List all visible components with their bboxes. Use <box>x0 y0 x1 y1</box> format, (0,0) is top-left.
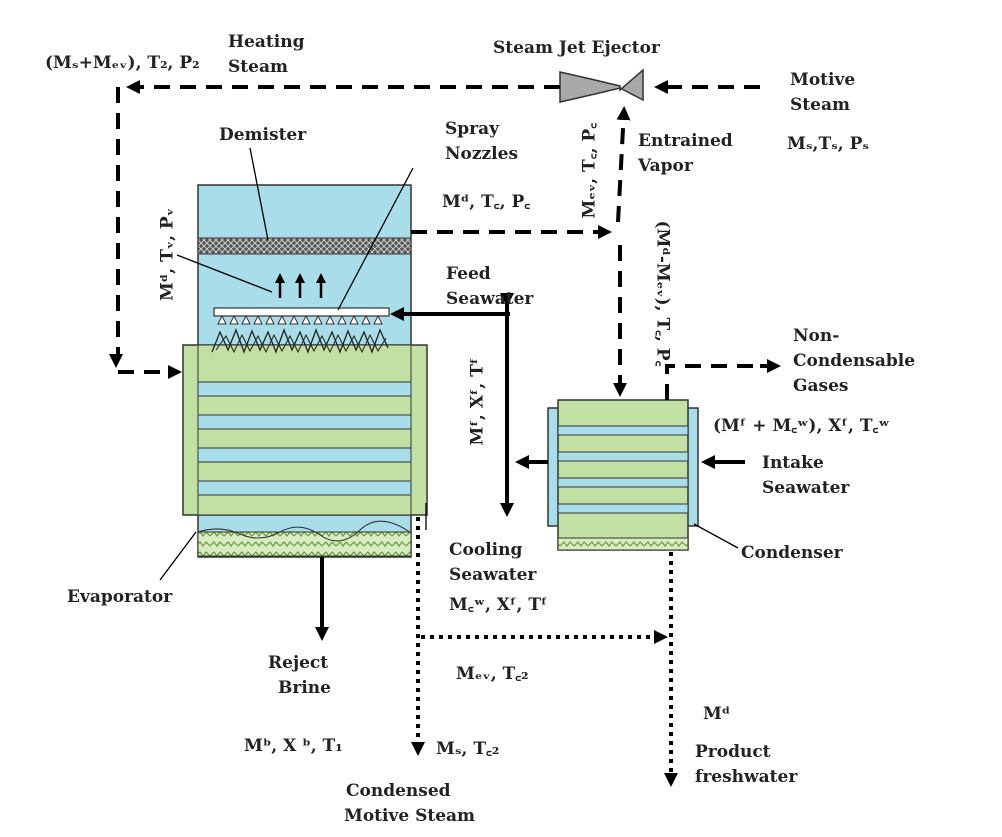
cooling-seawater-label-line2: Seawater <box>449 565 537 585</box>
feed-seawater-label-line2: Seawater <box>446 289 534 309</box>
steam-jet-ejector <box>559 68 644 103</box>
condensed-motive-steam-label-line2: Motive Steam <box>344 806 476 826</box>
heating-steam-label-line1: Heating <box>228 32 305 52</box>
distillate-props: Mᵈ, T꜀, P꜀ <box>442 192 531 212</box>
heating-steam-label-line2: Steam <box>228 57 288 77</box>
evaporator-label: Evaporator <box>67 587 173 607</box>
evaporator-vessel <box>182 184 428 558</box>
leader-lines <box>159 147 739 581</box>
ev-condensate-props: Mₑᵥ, T꜀₂ <box>456 664 529 684</box>
condenser-vessel <box>547 399 699 551</box>
dashed-steam-lines <box>116 80 781 400</box>
ejector-label: Steam Jet Ejector <box>493 38 660 58</box>
condensed-motive-steam-label-line1: Condensed <box>346 781 451 801</box>
spray-nozzles-label-line2: Nozzles <box>445 144 519 164</box>
motive-steam-label-line2: Steam <box>790 95 850 115</box>
product-freshwater-label-line2: freshwater <box>695 767 798 787</box>
intake-seawater-label-line2: Seawater <box>762 478 850 498</box>
vapor-props: Mᵈ, Tᵥ, Pᵥ <box>157 207 178 302</box>
intake-props: (Mᶠ + M꜀ʷ), Xᶠ, T꜀ʷ <box>713 416 890 436</box>
evaporator-tube-bundle <box>197 381 412 496</box>
condenser-label: Condenser <box>741 543 843 563</box>
ncg-label-line1: Non- <box>793 326 840 346</box>
heating-steam-flow-label: (Mₛ+Mₑᵥ), T₂, P₂ <box>45 53 200 73</box>
motive-condensate-props: Mₛ, T꜀₂ <box>436 739 500 759</box>
motive-steam-label-line1: Motive <box>790 70 856 90</box>
product-md-label: Mᵈ <box>703 704 731 724</box>
feed-props: Mᶠ, Xᶠ, Tᶠ <box>467 357 488 446</box>
spray-nozzle-bar <box>213 307 390 317</box>
demister-mesh <box>197 237 412 255</box>
reject-brine-label-line2: Brine <box>278 678 331 698</box>
feed-seawater-label-line1: Feed <box>446 264 491 284</box>
entrained-vapor-label-line1: Entrained <box>638 131 733 151</box>
spray-nozzles <box>217 314 383 325</box>
dotted-condensate-lines <box>411 517 678 787</box>
ncg-label-line2: Condensable <box>793 351 916 371</box>
motive-steam-props: Mₛ,Tₛ, Pₛ <box>787 134 870 154</box>
vapor-up-arrows <box>275 273 326 298</box>
reject-brine-label-line1: Reject <box>268 653 329 673</box>
entrained-vapor-label-line2: Vapor <box>638 156 693 176</box>
cooling-props: M꜀ʷ, Xᶠ, Tᶠ <box>449 595 548 615</box>
demister-label: Demister <box>219 125 307 145</box>
brine-props: Mᵇ, X ᵇ, T₁ <box>244 736 343 756</box>
product-freshwater-label-line1: Product <box>695 742 771 762</box>
cooling-seawater-label-line1: Cooling <box>449 540 523 560</box>
spray-pattern <box>211 328 389 354</box>
ncg-label-line3: Gases <box>793 376 849 396</box>
solid-seawater-lines <box>315 307 745 641</box>
remaining-vapor-props: (Mᵈ-Mₑᵥ), T꜀, P꜀ <box>652 220 673 367</box>
brine-pool <box>197 531 412 557</box>
spray-nozzles-label-line1: Spray <box>445 119 500 139</box>
intake-seawater-label-line1: Intake <box>762 453 824 473</box>
entrained-vapor-props: Mₑᵥ, T꜀, P꜀ <box>579 122 600 219</box>
